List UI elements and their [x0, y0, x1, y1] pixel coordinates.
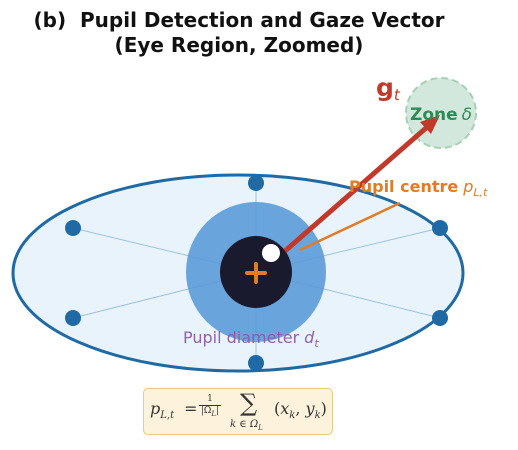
gaze-label: gt [376, 73, 401, 104]
landmark-point [65, 220, 81, 236]
gaze-arrow-head [420, 115, 440, 134]
formula-rhs: (xk, yk) [274, 399, 327, 422]
formula-lhs: pL,t [150, 399, 175, 422]
diagram-title: (b) Pupil Detection and Gaze Vector (Eye… [0, 8, 478, 58]
eye-landmarks [65, 175, 448, 371]
pupil-centre-formula: pL,t = 1 |ΩL| ∑ k ∈ ΩL (xk, yk) [143, 388, 333, 435]
landmark-point [432, 310, 448, 326]
formula-fraction: 1 |ΩL| [199, 394, 221, 418]
title-line-2: (Eye Region, Zoomed) [114, 33, 364, 57]
specular-highlight [262, 244, 280, 262]
landmark-point [432, 220, 448, 236]
formula-sum-index: k ∈ ΩL [230, 419, 263, 432]
landmark-point [65, 310, 81, 326]
pupil-centre-pointer [299, 201, 401, 252]
pupil-centre-marker [245, 262, 267, 284]
landmark-point [248, 355, 264, 371]
formula-equals: = [184, 399, 198, 418]
title-line-1: (b) Pupil Detection and Gaze Vector [33, 8, 445, 32]
gaze-vector-arrow [283, 117, 438, 253]
landmark-point [248, 175, 264, 191]
formula-sum-symbol: ∑ [240, 389, 258, 417]
